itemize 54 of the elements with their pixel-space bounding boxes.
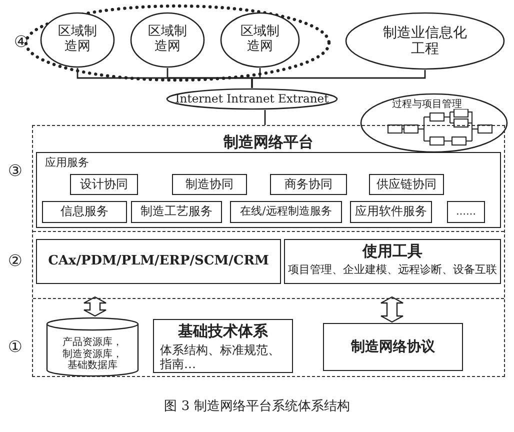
node-text: 制造网络平台 — [222, 134, 314, 152]
node-text: 商务协同 — [284, 178, 332, 192]
node-text: 区域制造网 — [148, 25, 188, 55]
management-ellipse — [360, 93, 508, 153]
connector-line — [251, 70, 426, 88]
node-text: 区域制造网 — [58, 25, 98, 55]
process-box — [284, 239, 501, 284]
description-text: 体系结构、标准规范、指南… — [160, 344, 281, 372]
node-text: Internet Intranet Extranet — [175, 92, 329, 106]
process-box — [323, 323, 463, 371]
process-box — [131, 201, 222, 223]
node-text: CAx/PDM/PLM/ERP/SCM/CRM — [48, 254, 269, 269]
node-text: 在线/远程制造服务 — [240, 206, 332, 218]
node-text: 产品资源库，制造资源库，基础数据库 — [62, 336, 124, 372]
region-ellipse — [130, 12, 205, 68]
process-box — [70, 174, 138, 195]
node-text: 区域制造网 — [240, 25, 280, 55]
process-box — [36, 239, 281, 284]
process-box — [270, 174, 347, 195]
double-arrow — [380, 296, 404, 323]
node-text: 信息服务 — [60, 205, 108, 219]
layer-number: ② — [8, 252, 22, 270]
node-text: …… — [456, 206, 476, 218]
node-text: 设计协同 — [80, 178, 128, 192]
double-arrow — [83, 296, 107, 317]
node-text: 过程与项目管理 — [392, 99, 462, 110]
node-text: 制造业信息化工程 — [382, 24, 468, 58]
platform-panel — [32, 125, 505, 377]
node-text: 供应链协同 — [376, 178, 436, 192]
node-text: 使用工具 — [361, 243, 424, 260]
project-ellipse — [345, 12, 505, 70]
service-panel — [36, 152, 501, 228]
connector-line — [264, 110, 266, 125]
process-box — [230, 201, 342, 223]
region-ellipse — [220, 12, 300, 68]
process-box — [350, 201, 432, 223]
layer-number: ① — [8, 338, 22, 356]
process-box — [42, 201, 127, 223]
node-text: 制造工艺服务 — [140, 205, 212, 219]
database-cylinder — [46, 317, 139, 377]
node-text: 基础技术体系 — [177, 323, 269, 340]
node-text: 制造网络协议 — [351, 338, 435, 356]
caption: 图 3 制造网络平台系统体系结构 — [163, 400, 351, 415]
layer-number: ③ — [8, 162, 22, 180]
node-text: 应用软件服务 — [355, 205, 427, 219]
region-ellipse — [40, 12, 115, 68]
node-text: 应用服务 — [45, 157, 89, 170]
description-text: 项目管理、企业建模、远程诊断、设备互联 — [287, 264, 498, 277]
process-box — [172, 174, 247, 195]
network-ellipse — [166, 88, 338, 110]
process-box — [153, 319, 293, 373]
process-box — [369, 174, 444, 195]
node-text: 制造协同 — [186, 178, 234, 192]
process-box — [447, 201, 485, 223]
